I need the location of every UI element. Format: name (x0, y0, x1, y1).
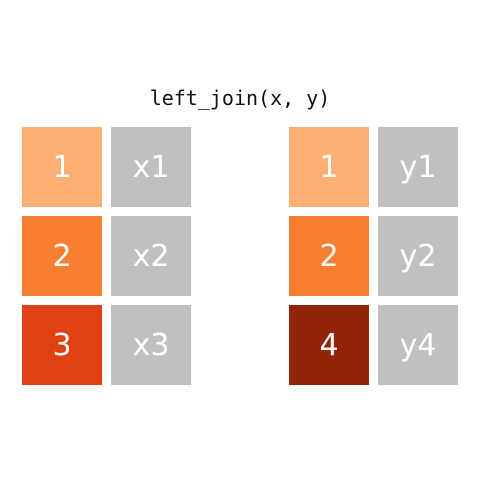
table-x-key-cell: 1 (22, 127, 102, 207)
table-x-value-cell: x1 (111, 127, 191, 207)
table-y-key-cell: 4 (289, 305, 369, 385)
table-x-key-cell: 3 (22, 305, 102, 385)
table-y-value-cell: y1 (378, 127, 458, 207)
table-y-value-cell: y4 (378, 305, 458, 385)
table-x-key-cell: 2 (22, 216, 102, 296)
table-x-value-cell: x3 (111, 305, 191, 385)
table-y-key-cell: 1 (289, 127, 369, 207)
table-y-key-cell: 2 (289, 216, 369, 296)
diagram-title: left_join(x, y) (149, 86, 331, 110)
table-y-value-cell: y2 (378, 216, 458, 296)
table-x-value-cell: x2 (111, 216, 191, 296)
